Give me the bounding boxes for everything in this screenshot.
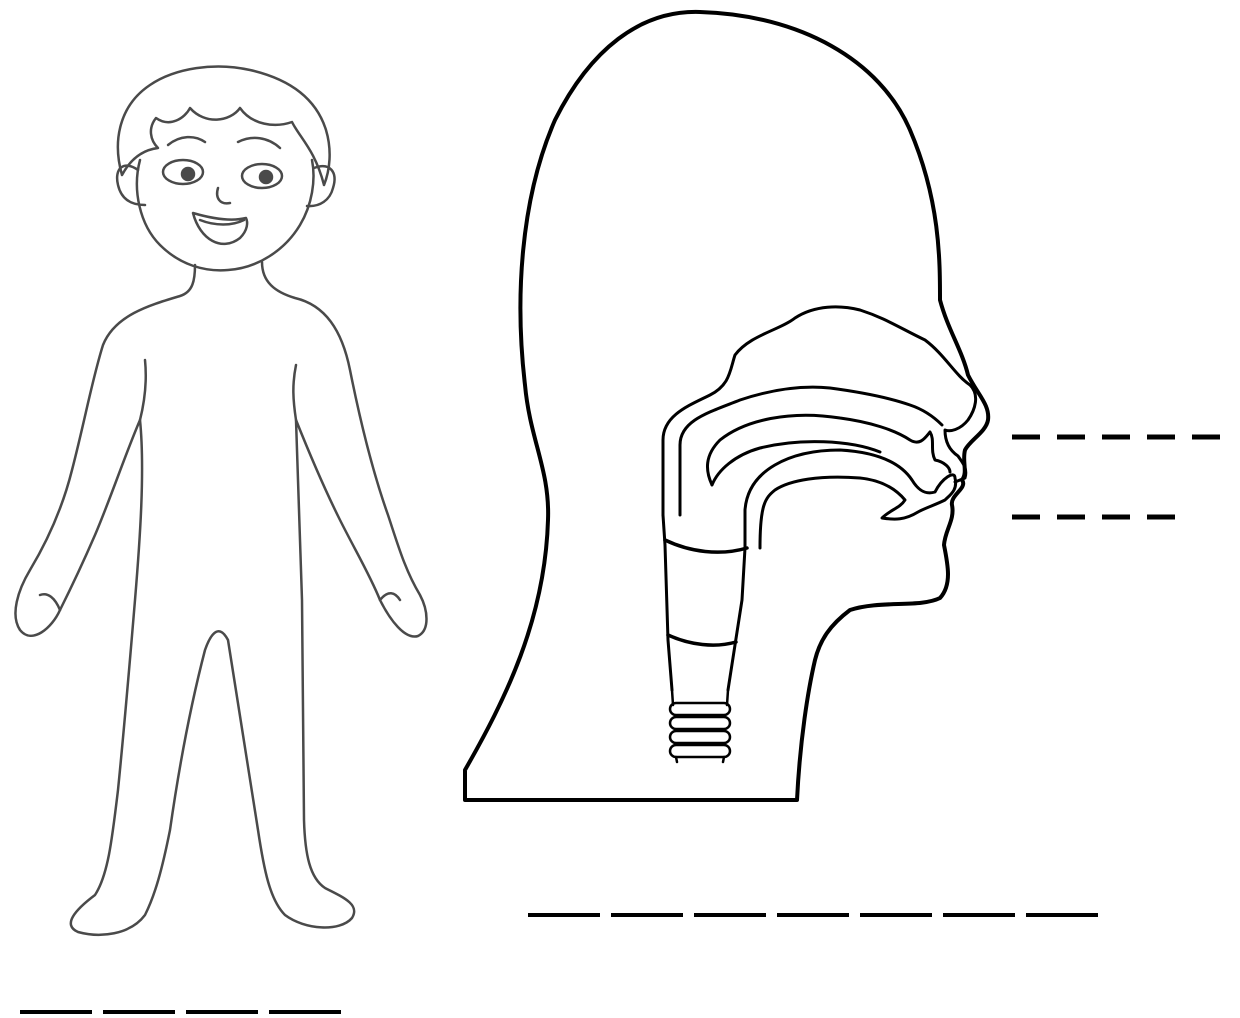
child-nose: [217, 188, 230, 203]
mouth-cavity: [745, 450, 956, 548]
child-right-pupil: [260, 171, 272, 183]
larynx-band: [668, 635, 736, 645]
child-left-thumb: [40, 594, 60, 610]
trachea: [670, 690, 730, 762]
child-left-pupil: [182, 168, 194, 180]
child-right-armpit: [293, 365, 296, 420]
child-left-eyebrow: [168, 137, 205, 145]
head-cross-section: [465, 12, 988, 800]
child-right-eyebrow: [238, 138, 280, 148]
pharynx-right: [728, 548, 745, 690]
larynx-band-top: [665, 540, 747, 552]
child-hair: [118, 66, 330, 185]
child-body-outline: [15, 262, 426, 935]
child-teeth: [200, 220, 244, 225]
child-figure: [15, 66, 426, 934]
child-mouth: [193, 213, 247, 244]
child-right-thumb: [380, 593, 400, 600]
child-left-armpit: [140, 360, 146, 420]
